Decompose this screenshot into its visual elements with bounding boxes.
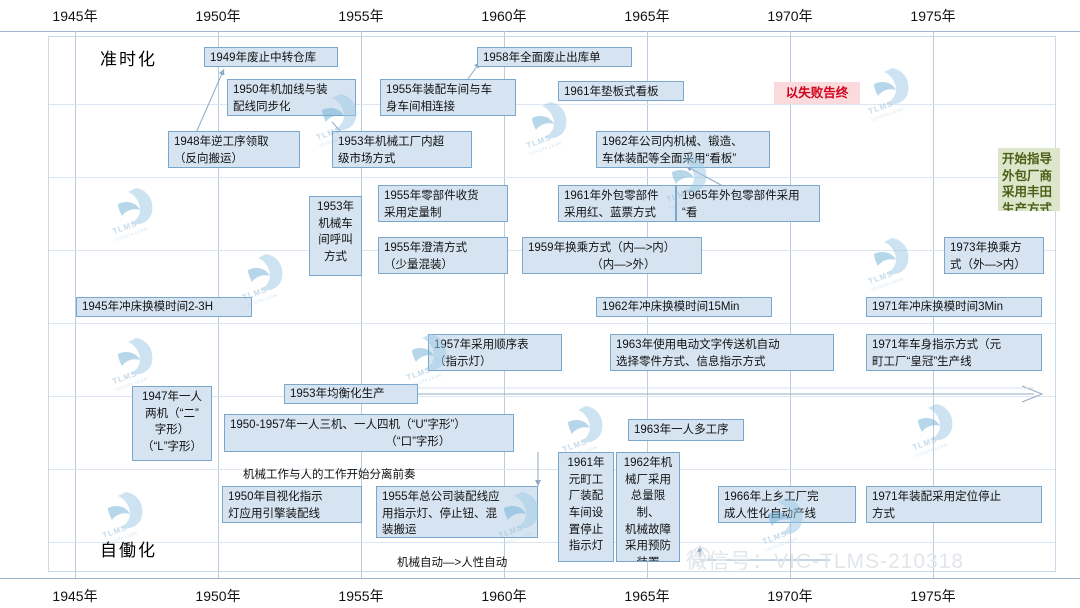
year-label-bottom-1945: 1945年 [52,588,98,604]
wechat-icon [690,547,710,567]
box-1953-machine-shop-call-system[interactable]: 1953年 机械车 间呼叫 方式 [309,196,362,276]
box-1955-hq-assembly-line-devices[interactable]: 1955年总公司装配线应 用指示灯、停止钮、混 装搬运 [376,486,538,538]
box-1961-pallet-kanban[interactable]: 1961年垫板式看板 [558,81,684,101]
box-1953-machine-plant-supermarket[interactable]: 1953年机械工厂内超 级市场方式 [332,131,472,168]
box-1958-abolish-delivery-note[interactable]: 1958年全面废止出库单 [477,47,632,67]
box-1965-outsourced-kanban-100[interactable]: 1965年外包零部件采用“看 板”100%交货方式 [676,185,820,222]
gridline-1960 [504,31,505,578]
box-1945-press-changeover-2-3h[interactable]: 1945年冲床换模时间2-3H [76,297,252,317]
year-label-top-1950: 1950年 [195,8,241,24]
box-1948-reverse-process-pickup[interactable]: 1948年逆工序领取 （反向搬运） [168,131,300,168]
gridline-1945 [75,31,76,578]
year-label-bottom-1975: 1975年 [910,588,956,604]
box-1973-transfer-method-outer[interactable]: 1973年换乘方 式（外—>内） [944,237,1044,274]
box-1963-electric-text-conveyor[interactable]: 1963年使用电动文字传送机自动 选择零件方式、信息指示方式 [610,334,834,371]
year-label-bottom-1960: 1960年 [481,588,527,604]
box-1971-press-changeover-3min[interactable]: 1971年冲床换模时间3Min [866,297,1042,317]
box-1949-abolish-transit-warehouse[interactable]: 1949年废止中转仓库 [204,47,338,67]
box-1953-leveled-production[interactable]: 1953年均衡化生产 [284,384,418,404]
axis-bottom-rule [0,578,1080,579]
box-1947-one-man-two-machines[interactable]: 1947年一人 两机（“二” 字形） （“L”字形） [132,386,212,461]
note-machine-human-separation: 机械工作与人的工作开始分离前奏 [243,469,416,481]
box-1971-body-indication-motomachi[interactable]: 1971年车身指示方式（元 町工厂“皇冠”生产线 [866,334,1042,371]
box-1962-press-changeover-15min[interactable]: 1962年冲床换模时间15Min [596,297,772,317]
box-1955-parts-receipt-fixed-qty[interactable]: 1955年零部件收货 采用定量制 [378,185,508,222]
year-label-bottom-1970: 1970年 [767,588,813,604]
year-label-top-1965: 1965年 [624,8,670,24]
year-label-bottom-1950: 1950年 [195,588,241,604]
box-1966-kamigo-plant-auto-line[interactable]: 1966年上乡工厂完 成人性化自动产线 [718,486,856,523]
box-1955-assembly-body-shop-link[interactable]: 1955年装配车间与车 身车间相连接 [380,79,516,116]
box-1971-fixed-position-stop[interactable]: 1971年装配采用定位停止 方式 [866,486,1042,523]
year-label-top-1955: 1955年 [338,8,384,24]
box-1950-visual-indicator-engine-line[interactable]: 1950年目视化指示 灯应用引擎装配线 [222,486,362,523]
box-1962-company-wide-kanban[interactable]: 1962年公司内机械、锻造、 车体装配等全面采用“看板” [596,131,770,168]
year-label-top-1945: 1945年 [52,8,98,24]
hgrid-5 [48,396,1056,397]
hgrid-4 [48,323,1056,324]
box-1957-sequence-table[interactable]: 1957年采用顺序表 （指示灯） [428,334,562,371]
box-1961-outsourced-red-blue-ticket[interactable]: 1961年外包零部件 采用红、蓝票方式 [558,185,676,222]
box-start-guiding-suppliers: 开始指导 外包厂商 采用丰田 生产方式 [998,148,1060,211]
box-1959-transfer-method-inner[interactable]: 1959年换乘方式（内—>内） （内—>外） [522,237,702,274]
plot-frame [48,36,1056,572]
hgrid-6 [48,469,1056,470]
year-label-top-1960: 1960年 [481,8,527,24]
box-1950-1957-one-man-multi-machines[interactable]: 1950-1957年一人三机、一人四机（“U”字形”） （“口”字形） [224,414,514,452]
hgrid-2 [48,177,1056,178]
year-label-top-1975: 1975年 [910,8,956,24]
hgrid-7 [48,542,1056,543]
note-machine-auto-to-human-auto: 机械自动—>人性自动 [397,557,508,569]
box-1963-one-man-multi-process[interactable]: 1963年一人多工序 [628,419,744,441]
box-ended-in-failure: 以失败告终 [774,82,860,104]
axis-top-rule [0,31,1080,32]
box-1962-machine-plant-limits[interactable]: 1962年机 械厂采用 总量限制、 机械故障 采用预防 装置 [616,452,680,562]
box-1950-machining-assembly-sync[interactable]: 1950年机加线与装 配线同步化 [227,79,356,116]
year-label-bottom-1965: 1965年 [624,588,670,604]
gridline-1955 [361,31,362,578]
section-title-jidoka: 自働化 [100,541,157,560]
year-label-bottom-1955: 1955年 [338,588,384,604]
gridline-1970 [790,31,791,578]
section-title-jit: 准时化 [100,50,157,69]
box-1955-clarification-method[interactable]: 1955年澄清方式 （少量混装） [378,237,508,274]
wechat-id-text: 微信号：VIC-TLMS-210318 [686,550,965,573]
year-label-top-1970: 1970年 [767,8,813,24]
box-1961-motomachi-stop-lamp[interactable]: 1961年 元町工 厂装配 车间设 置停止 指示灯 [558,452,614,562]
